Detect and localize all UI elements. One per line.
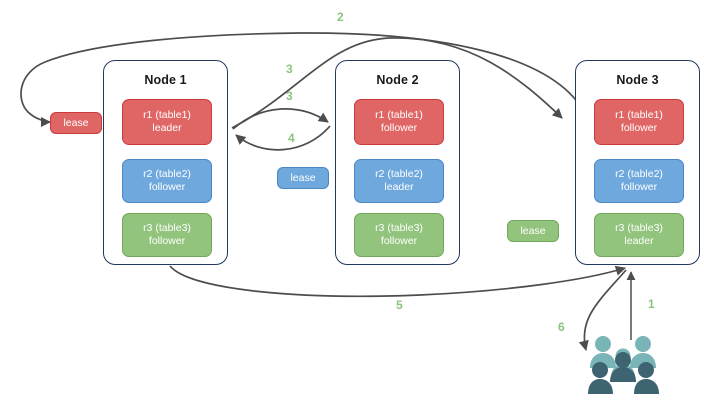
replica-n3-r3-role: leader [624, 235, 654, 247]
lease-badge-table2[interactable]: lease [277, 167, 329, 189]
replica-n1-r1-name: r1 (table1) [143, 109, 191, 121]
replica-n1-r3[interactable]: r3 (table3) follower [122, 213, 212, 257]
edge-step-3-n1-to-n2 [232, 108, 329, 130]
replica-n1-r2-role: follower [148, 181, 186, 193]
replica-n1-r3-role: follower [148, 235, 186, 247]
replica-n1-r1[interactable]: r1 (table1) leader [122, 99, 212, 145]
replica-n3-r2-role: follower [620, 181, 658, 193]
replica-n2-r1-role: follower [380, 122, 418, 134]
replica-n2-r2-role: leader [384, 181, 414, 193]
replica-n2-r2-name: r2 (table2) [375, 168, 423, 180]
replica-n1-r3-name: r3 (table3) [143, 222, 191, 234]
replica-n1-r2-name: r2 (table2) [143, 168, 191, 180]
replica-n1-r2[interactable]: r2 (table2) follower [122, 159, 212, 203]
edge-step-4-n2-to-n1 [235, 125, 331, 151]
replica-n2-r1-name: r1 (table1) [375, 109, 423, 121]
replica-n1-r1-role: leader [152, 122, 182, 134]
step-label-5: 5 [396, 298, 403, 312]
replica-n2-r3-name: r3 (table3) [375, 222, 423, 234]
replica-n3-r3-name: r3 (table3) [615, 222, 663, 234]
replica-n3-r1-name: r1 (table1) [615, 109, 663, 121]
edge-step-5 [169, 265, 626, 298]
users-icon [588, 336, 659, 394]
step-label-4: 4 [288, 131, 295, 145]
node-2-title: Node 2 [376, 73, 419, 87]
node-3-title: Node 3 [616, 73, 659, 87]
step-label-1: 1 [648, 297, 655, 311]
step-label-3b: 3 [286, 89, 293, 103]
node-card-2[interactable]: Node 2 r1 (table1) follower r2 (table2) … [335, 60, 460, 265]
node-1-title: Node 1 [144, 73, 187, 87]
replica-n3-r1-role: follower [620, 122, 658, 134]
step-label-3a: 3 [286, 62, 293, 76]
replica-n3-r2[interactable]: r2 (table2) follower [594, 159, 684, 203]
lease-badge-table3[interactable]: lease [507, 220, 559, 242]
replica-n3-r2-name: r2 (table2) [615, 168, 663, 180]
replica-n3-r1[interactable]: r1 (table1) follower [594, 99, 684, 145]
lease-badge-table1[interactable]: lease [50, 112, 102, 134]
replica-n3-r3[interactable]: r3 (table3) leader [594, 213, 684, 257]
node-card-1[interactable]: Node 1 r1 (table1) leader r2 (table2) fo… [103, 60, 228, 265]
step-label-6: 6 [558, 320, 565, 334]
replica-n2-r2[interactable]: r2 (table2) leader [354, 159, 444, 203]
node-card-3[interactable]: Node 3 r1 (table1) follower r2 (table2) … [575, 60, 700, 265]
step-label-2: 2 [337, 10, 344, 24]
replica-n2-r3[interactable]: r3 (table3) follower [354, 213, 444, 257]
replica-n2-r1[interactable]: r1 (table1) follower [354, 99, 444, 145]
replica-n2-r3-role: follower [380, 235, 418, 247]
